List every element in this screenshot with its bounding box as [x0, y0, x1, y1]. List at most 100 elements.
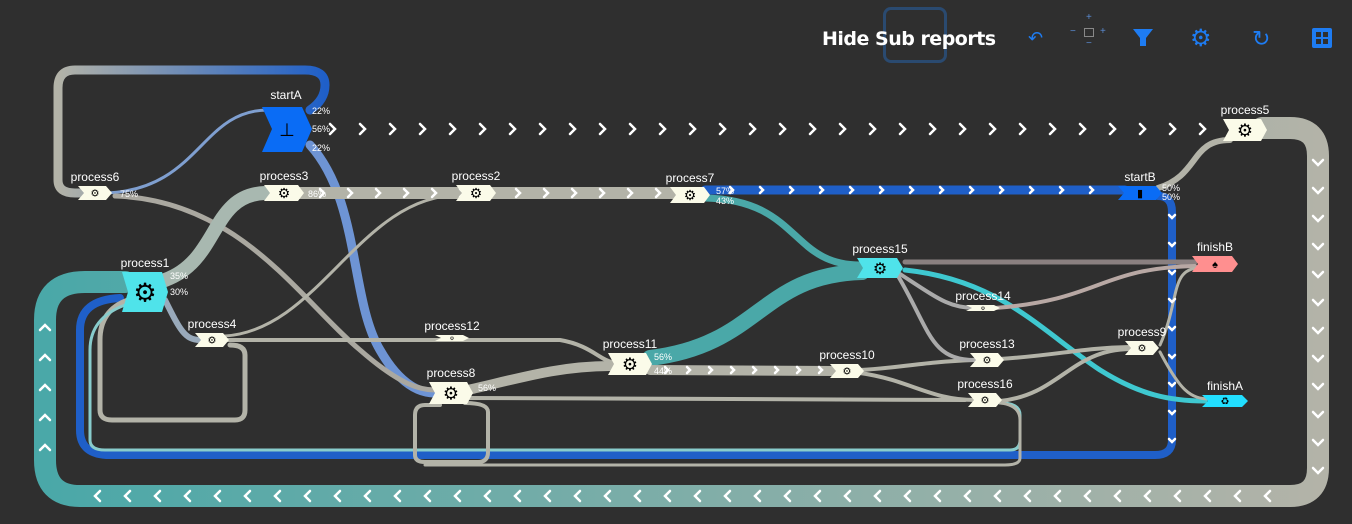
pct-label: 50% [1162, 192, 1180, 202]
undo-icon[interactable]: ↶ [1028, 28, 1044, 48]
flow-arrow [1311, 382, 1325, 391]
node-process2[interactable]: ⚙process2 [452, 169, 501, 201]
flow-arrow [1203, 489, 1212, 503]
flow-arrow [1078, 122, 1087, 136]
flow-arrow [363, 489, 372, 503]
flow-arrow [38, 353, 52, 362]
flow-arrow [333, 489, 342, 503]
flow-arrow [773, 365, 780, 375]
edge-process7-process15 [701, 194, 864, 269]
node-shape[interactable] [264, 185, 304, 201]
flow-arrow [1311, 466, 1325, 475]
node-shape[interactable] [195, 333, 229, 347]
flow-arrow [374, 187, 382, 199]
node-shape[interactable] [608, 353, 652, 375]
battery-icon: ▮ [1137, 188, 1143, 200]
flow-arrow [908, 185, 915, 195]
flow-arrow [938, 185, 945, 195]
flow-arrow [958, 122, 967, 136]
node-shape[interactable] [968, 393, 1002, 407]
node-shape[interactable] [1192, 256, 1238, 272]
node-shape[interactable] [966, 305, 1000, 311]
recycle-icon: ♻ [1221, 397, 1230, 408]
edge-process1-loop2 [88, 303, 1022, 452]
gear-icon[interactable]: ⚙ [1190, 25, 1212, 52]
pct-label: 22% [312, 106, 330, 116]
flow-arrow [38, 413, 52, 422]
edge-process8-process16 [466, 396, 967, 402]
node-shape[interactable] [670, 187, 710, 203]
flow-arrow [453, 489, 462, 503]
flow-arrow [748, 122, 757, 136]
node-process4[interactable]: ⚙process4 [188, 317, 237, 347]
zoom-pan-icon[interactable]: +−+− [1070, 12, 1106, 49]
node-shape[interactable] [1202, 395, 1248, 407]
node-startA[interactable]: ⊥ startA 22% 56% 22% [262, 88, 330, 153]
node-shape[interactable] [456, 185, 496, 201]
flow-arrow [153, 489, 162, 503]
flow-arrow [693, 489, 702, 503]
toolbar: Hide Sub reports ↶ +−+− ⚙ ↻ [810, 0, 1352, 80]
flow-arrow [654, 187, 662, 199]
node-process12[interactable]: ⚙process12 [424, 319, 480, 342]
node-shape[interactable] [1223, 119, 1267, 141]
node-finishB[interactable]: ♠finishB [1192, 240, 1238, 272]
edge-process11-process15 [642, 264, 870, 366]
flow-arrow [928, 122, 937, 136]
node-shape[interactable] [830, 364, 864, 378]
flow-arrow [1311, 438, 1325, 447]
node-shape[interactable] [1125, 341, 1159, 355]
focus-frame [883, 7, 947, 63]
node-process16[interactable]: ⚙process16 [957, 377, 1013, 407]
node-label: process7 [666, 171, 715, 185]
gear-icon: ⚙ [278, 185, 291, 201]
node-process13[interactable]: ⚙process13 [959, 337, 1015, 367]
grid-icon[interactable] [1312, 28, 1332, 54]
gear-icon: ⚙ [684, 187, 697, 203]
node-process5[interactable]: ⚙process5 [1221, 103, 1270, 141]
flow-arrow [1263, 489, 1272, 503]
pct-label: 56% [478, 383, 496, 393]
flow-arrow [273, 489, 282, 503]
node-label: process14 [955, 289, 1011, 303]
edge-process4-process11 [223, 338, 614, 364]
node-shape[interactable] [435, 335, 469, 341]
refresh-icon[interactable]: ↻ [1252, 26, 1271, 51]
pct-label: 43% [716, 196, 734, 206]
node-finishA[interactable]: ♻finishA [1202, 379, 1248, 408]
node-shape[interactable] [78, 186, 112, 200]
node-shape[interactable] [122, 272, 168, 312]
pct-label: 22% [312, 143, 330, 153]
node-process10[interactable]: ⚙process10 [819, 348, 875, 378]
node-shape[interactable] [970, 353, 1004, 367]
node-process14[interactable]: ⚙process14 [955, 289, 1011, 312]
node-process9[interactable]: ⚙process9 [1118, 325, 1167, 355]
node-process15[interactable]: ⚙process15 [852, 242, 908, 278]
gear-icon: ⚙ [91, 189, 100, 200]
flow-arrow [423, 489, 432, 503]
edge-process16-down [423, 401, 1022, 467]
flow-arrow [707, 365, 714, 375]
node-shape[interactable] [857, 258, 903, 278]
flow-arrow [1198, 122, 1207, 136]
filter-icon[interactable] [1132, 26, 1154, 54]
flow-arrow [1173, 489, 1182, 503]
gear-icon: ⚙ [873, 261, 887, 278]
hide-sub-reports-button[interactable]: Hide Sub reports [822, 28, 996, 50]
flow-arrow [688, 122, 697, 136]
node-shape[interactable] [429, 382, 473, 404]
edge-process16-process9 [998, 347, 1132, 403]
flow-arrow [1311, 214, 1325, 223]
flow-arrow [808, 122, 817, 136]
node-shape[interactable] [1118, 186, 1162, 200]
node-label: process10 [819, 348, 875, 362]
flow-arrow [570, 187, 578, 199]
edge-process10-process13 [858, 358, 977, 372]
